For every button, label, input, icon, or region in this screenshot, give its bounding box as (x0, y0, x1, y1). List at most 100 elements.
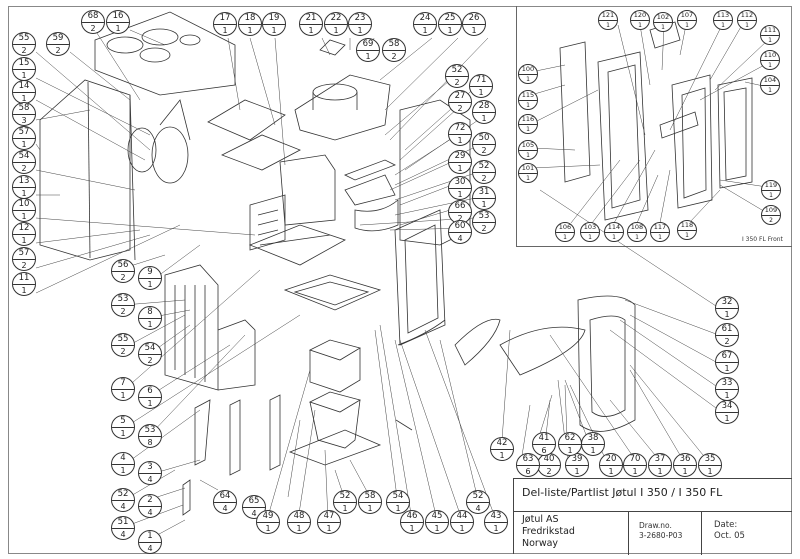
part-number: 1 (139, 531, 161, 543)
part-quantity: 2 (454, 78, 460, 87)
part-number: 12 (13, 223, 35, 235)
part-quantity: 1 (724, 391, 730, 400)
part-number: 2 (139, 495, 161, 507)
part-quantity: 1 (768, 87, 772, 94)
part-quantity: 1 (115, 24, 121, 33)
part-quantity: 6 (541, 446, 547, 455)
part-number: 27 (449, 91, 471, 103)
part-number: 117 (651, 223, 669, 233)
part-quantity: 1 (481, 114, 487, 123)
part-quantity: 1 (422, 26, 428, 35)
part-quantity: 2 (147, 356, 153, 365)
part-door-frame-drawing (394, 209, 446, 346)
part-quantity: 1 (271, 26, 277, 35)
part-number: 111 (761, 26, 779, 36)
part-quantity: 1 (120, 466, 126, 475)
part-handle-drawing (395, 318, 501, 431)
part-quantity: 2 (724, 337, 730, 346)
part-quantity: 4 (457, 234, 463, 243)
part-quantity: 1 (493, 524, 499, 533)
part-number: 115 (519, 91, 537, 101)
part-quantity: 1 (588, 234, 592, 241)
part-quantity: 2 (769, 217, 773, 224)
part-number: 71 (470, 75, 492, 87)
part-number: 62 (559, 433, 581, 445)
part-quantity: 1 (608, 467, 614, 476)
part-number: 34 (716, 401, 738, 413)
part-quantity: 1 (21, 94, 27, 103)
part-quantity: 1 (308, 26, 314, 35)
part-number: 42 (491, 438, 513, 450)
part-quantity: 1 (526, 102, 530, 109)
part-quantity: 1 (21, 286, 27, 295)
part-number: 15 (13, 58, 35, 70)
part-number: 21 (300, 13, 322, 25)
part-number: 49 (257, 511, 279, 523)
part-number: 57 (13, 248, 35, 260)
company-info: Jøtul AS Fredrikstad Norway (514, 512, 629, 555)
part-number: 53 (139, 425, 161, 437)
part-top-plate-drawing (94, 11, 236, 96)
part-number: 52 (467, 491, 489, 503)
part-quantity: 1 (147, 280, 153, 289)
part-number: 32 (716, 297, 738, 309)
part-firebox-back-drawing (279, 154, 336, 226)
part-quantity: 1 (457, 190, 463, 199)
part-number: 48 (288, 511, 310, 523)
part-quantity: 2 (120, 347, 126, 356)
part-quantity: 1 (222, 26, 228, 35)
part-number: 22 (325, 13, 347, 25)
part-quantity: 1 (120, 391, 126, 400)
part-quantity: 2 (481, 146, 487, 155)
part-quantity: 3 (21, 116, 27, 125)
part-number: 121 (599, 11, 617, 21)
part-number: 112 (738, 11, 756, 21)
part-quantity: 1 (265, 524, 271, 533)
part-quantity: 1 (147, 320, 153, 329)
part-quantity: 1 (526, 175, 530, 182)
part-quantity: 4 (251, 509, 257, 518)
part-number: 43 (485, 511, 507, 523)
part-number: 114 (605, 223, 623, 233)
part-quantity: 1 (685, 232, 689, 239)
part-number: 24 (414, 13, 436, 25)
part-number: 100 (519, 65, 537, 75)
part-number: 61 (716, 324, 738, 336)
part-quantity: 1 (120, 429, 126, 438)
part-quantity: 1 (447, 26, 453, 35)
part-ash-box-drawing (288, 339, 382, 466)
part-number: 58 (13, 103, 35, 115)
part-number: 119 (762, 181, 780, 191)
date-cell: Date: Oct. 05 (702, 512, 793, 555)
part-number: 102 (654, 13, 672, 23)
part-baffle-plates-drawing (207, 99, 301, 171)
part-number: 69 (357, 39, 379, 51)
